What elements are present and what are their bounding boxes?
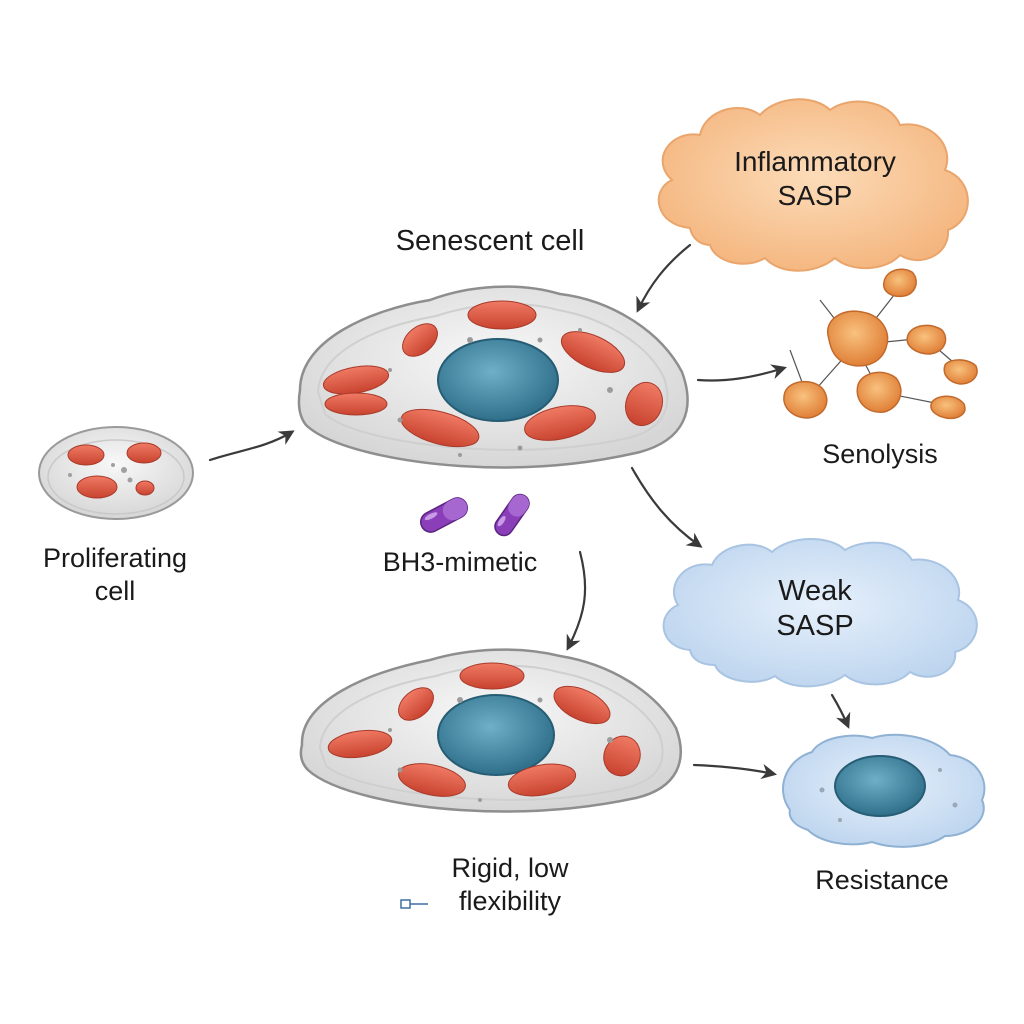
proliferating-cell-label: Proliferating cell <box>20 542 210 608</box>
arrow-senescent-to-senolysis <box>696 364 787 382</box>
arrow-proliferating-to-senescent <box>208 430 295 462</box>
mitochondria <box>327 662 641 797</box>
arrow-bh3-to-rigid <box>566 550 587 651</box>
senescent-cell <box>297 285 689 469</box>
resistance-cell <box>782 733 986 848</box>
proliferating-line-2: cell <box>94 575 136 606</box>
bh3-mimetic-pills <box>420 493 530 537</box>
rigid-low-flexibility-label: Rigid, low flexibility <box>420 852 600 918</box>
arrow-rigid-to-resistance <box>692 763 778 780</box>
inflammatory-line-1: Inflammatory <box>734 146 896 177</box>
inflammatory-sasp-cloud <box>657 98 969 272</box>
bullet-marker-icon <box>400 899 428 909</box>
nucleus <box>834 755 926 817</box>
rigid-line-2: flexibility <box>458 885 562 916</box>
weak-sasp-cloud <box>662 538 978 688</box>
bh3-mimetic-label: BH3-mimetic <box>382 547 538 577</box>
senescent-cell-label: Senescent cell <box>395 225 585 257</box>
nucleus <box>437 694 555 776</box>
resistance-label: Resistance <box>815 865 949 895</box>
arrow-inflammatory-to-senescent <box>636 243 692 313</box>
rigid-line-1: Rigid, low <box>451 853 569 883</box>
mitochondria <box>322 300 664 448</box>
proliferating-cell <box>38 426 194 520</box>
senolysis-label: Senolysis <box>822 439 938 469</box>
senolysis-fragments <box>783 268 978 420</box>
weak-line-1: Weak <box>778 575 852 607</box>
mitochondria <box>67 442 162 499</box>
proliferating-line-1: Proliferating <box>42 543 188 573</box>
arrow-weak-to-resistance <box>830 693 851 729</box>
rigid-senescent-cell <box>299 648 682 813</box>
arrow-senescent-to-weak-sasp <box>630 466 703 548</box>
inflammatory-sasp-label: Inflammatory SASP <box>700 145 930 213</box>
inflammatory-line-2: SASP <box>777 180 853 212</box>
weak-line-2: SASP <box>776 610 854 643</box>
weak-sasp-label: Weak SASP <box>740 574 890 645</box>
nucleus <box>437 338 559 422</box>
